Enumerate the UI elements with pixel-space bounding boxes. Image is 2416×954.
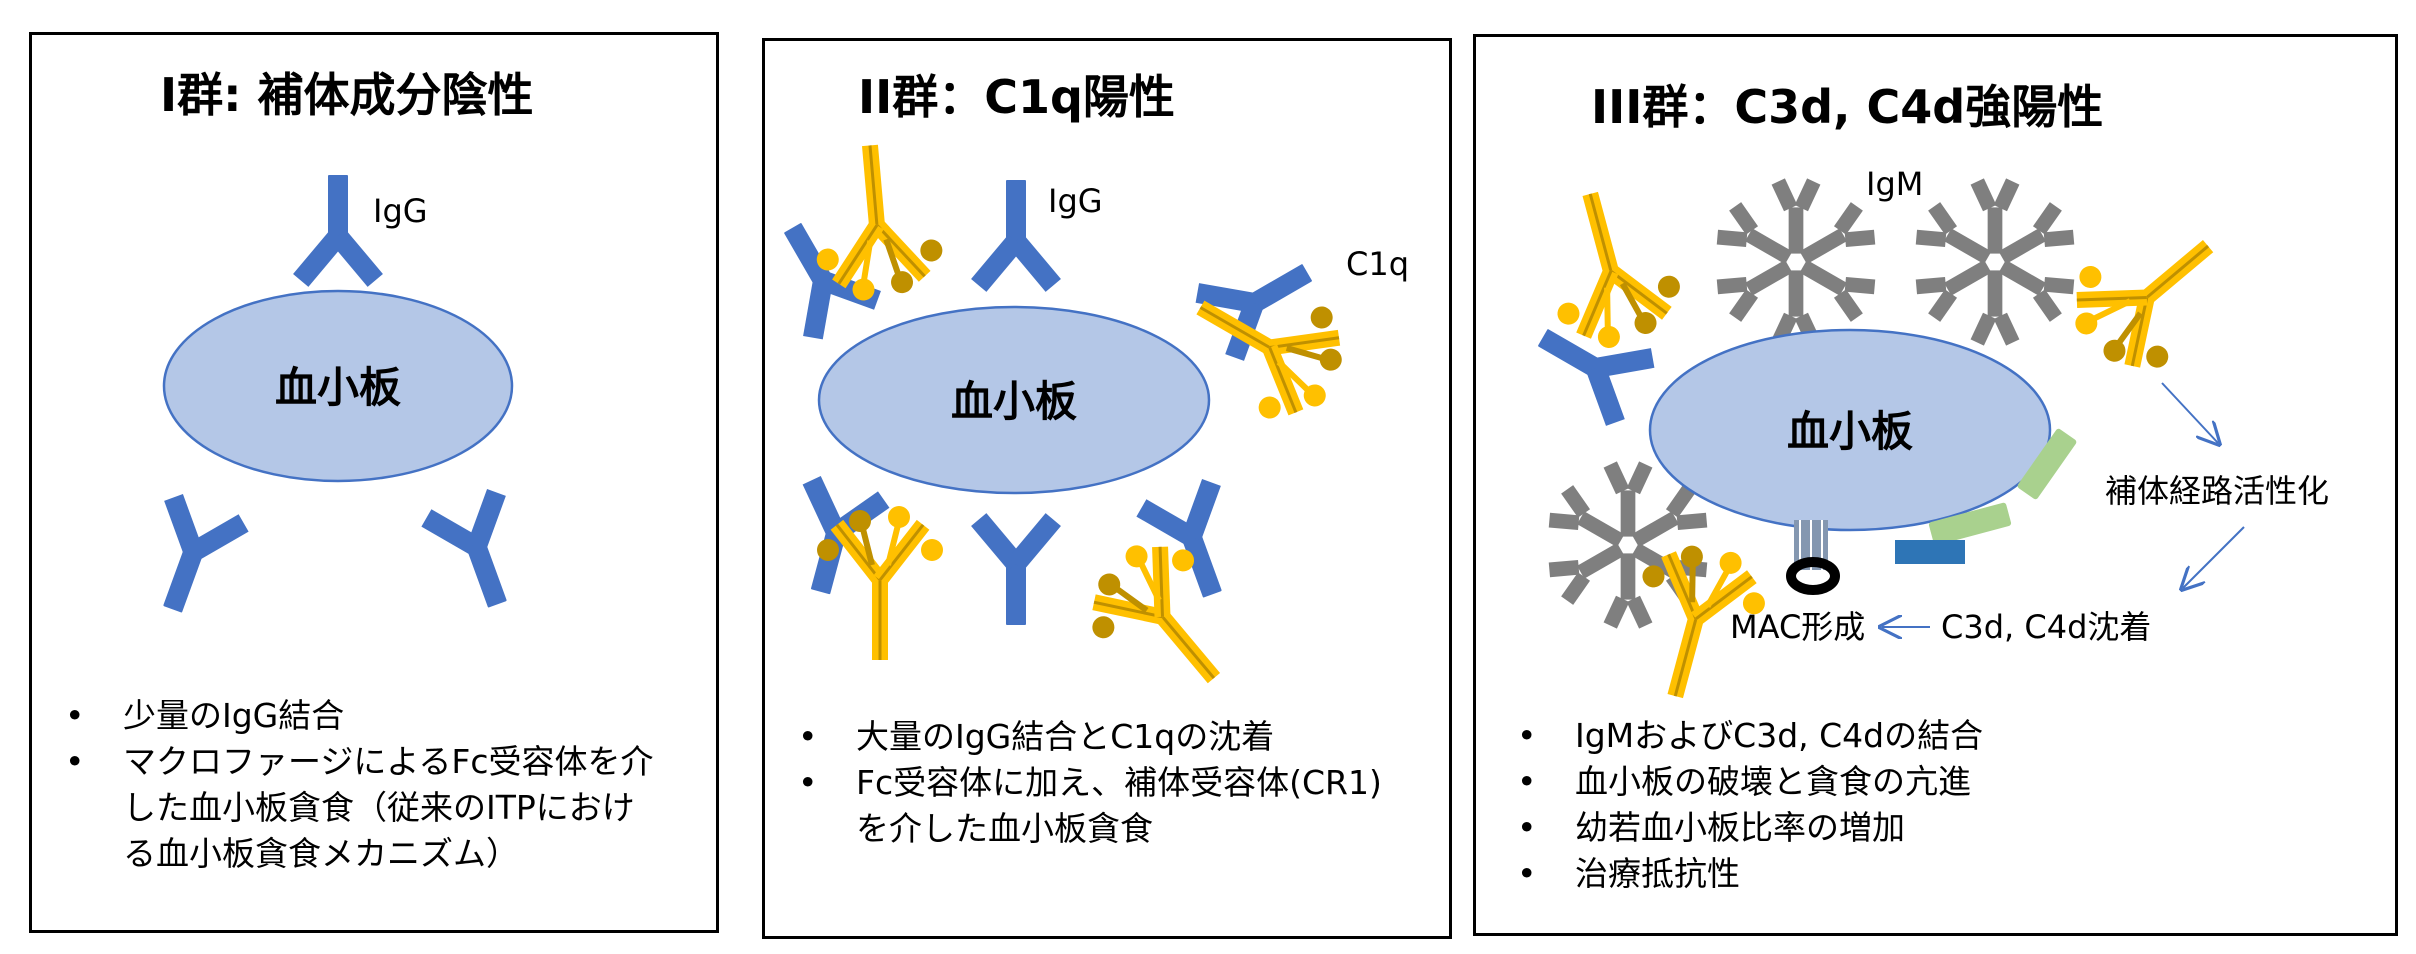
platelet bbox=[162, 289, 514, 483]
igm-molecule bbox=[1711, 178, 1881, 346]
igm-molecule bbox=[1910, 178, 2080, 346]
platelet-label: 血小板 bbox=[275, 363, 401, 412]
platelet-label: 血小板 bbox=[951, 377, 1077, 426]
c4d-fragment bbox=[1895, 540, 1965, 564]
c1q-molecule bbox=[817, 506, 943, 660]
bullet-list: 大量のIgG結合とC1qの沈着 Fc受容体に加え、補体受容体(CR1)を介した血… bbox=[792, 714, 1412, 852]
igg-label: IgG bbox=[373, 192, 428, 230]
c1q-label: C1q bbox=[1346, 245, 1409, 283]
bullet-item: 少量のIgG結合 bbox=[59, 693, 659, 739]
c3d-fragment bbox=[1928, 502, 2012, 546]
igm-label: IgM bbox=[1866, 165, 1923, 203]
igg-antibody bbox=[971, 513, 1061, 625]
mac-label: MAC形成 bbox=[1730, 608, 1865, 646]
panel-group-1: I群: 補体成分陰性 少量のIgG結合 マクロファージによるFc受容体を介した血… bbox=[29, 32, 719, 933]
platelet bbox=[1648, 328, 2052, 532]
mac-complex bbox=[1786, 520, 1840, 595]
igg-antibody bbox=[293, 175, 383, 287]
bullet-item: 大量のIgG結合とC1qの沈着 bbox=[792, 714, 1412, 760]
panel-title: II群：C1q陽性 bbox=[858, 70, 1175, 124]
activation-label: 補体経路活性化 bbox=[2105, 472, 2329, 510]
bullet-item: マクロファージによるFc受容体を介した血小板貪食（従来のITPにおける血小板貪食… bbox=[59, 739, 659, 877]
igg-antibody bbox=[417, 483, 540, 620]
bullet-item: Fc受容体に加え、補体受容体(CR1)を介した血小板貪食 bbox=[792, 760, 1412, 852]
panel-title: I群: 補体成分陰性 bbox=[160, 68, 534, 122]
bullet-list: IgMおよびC3d, C4dの結合 血小板の破壊と貪食の亢進 幼若血小板比率の増… bbox=[1511, 713, 2131, 897]
c3d-fragment bbox=[2017, 428, 2077, 500]
bullet-list: 少量のIgG結合 マクロファージによるFc受容体を介した血小板貪食（従来のITP… bbox=[59, 693, 659, 877]
c1q-molecule bbox=[2050, 198, 2249, 394]
bullet-item: 幼若血小板比率の増加 bbox=[1511, 805, 2131, 851]
platelet-label: 血小板 bbox=[1787, 407, 1913, 456]
bullet-item: 治療抵抗性 bbox=[1511, 851, 2131, 897]
igg-label: IgG bbox=[1048, 182, 1103, 220]
deposition-label: C3d, C4d沈着 bbox=[1941, 608, 2151, 646]
arrow bbox=[2161, 382, 2218, 443]
bullet-item: 血小板の破壊と貪食の亢進 bbox=[1511, 759, 2131, 805]
arrow bbox=[2183, 526, 2245, 588]
igg-antibody bbox=[130, 488, 253, 625]
bullet-item: IgMおよびC3d, C4dの結合 bbox=[1511, 713, 2131, 759]
panel-title: III群：C3d, C4d強陽性 bbox=[1591, 80, 2104, 134]
platelet bbox=[817, 305, 1211, 495]
c1q-molecule bbox=[1067, 520, 1263, 719]
c1q-molecule bbox=[1529, 178, 1691, 359]
